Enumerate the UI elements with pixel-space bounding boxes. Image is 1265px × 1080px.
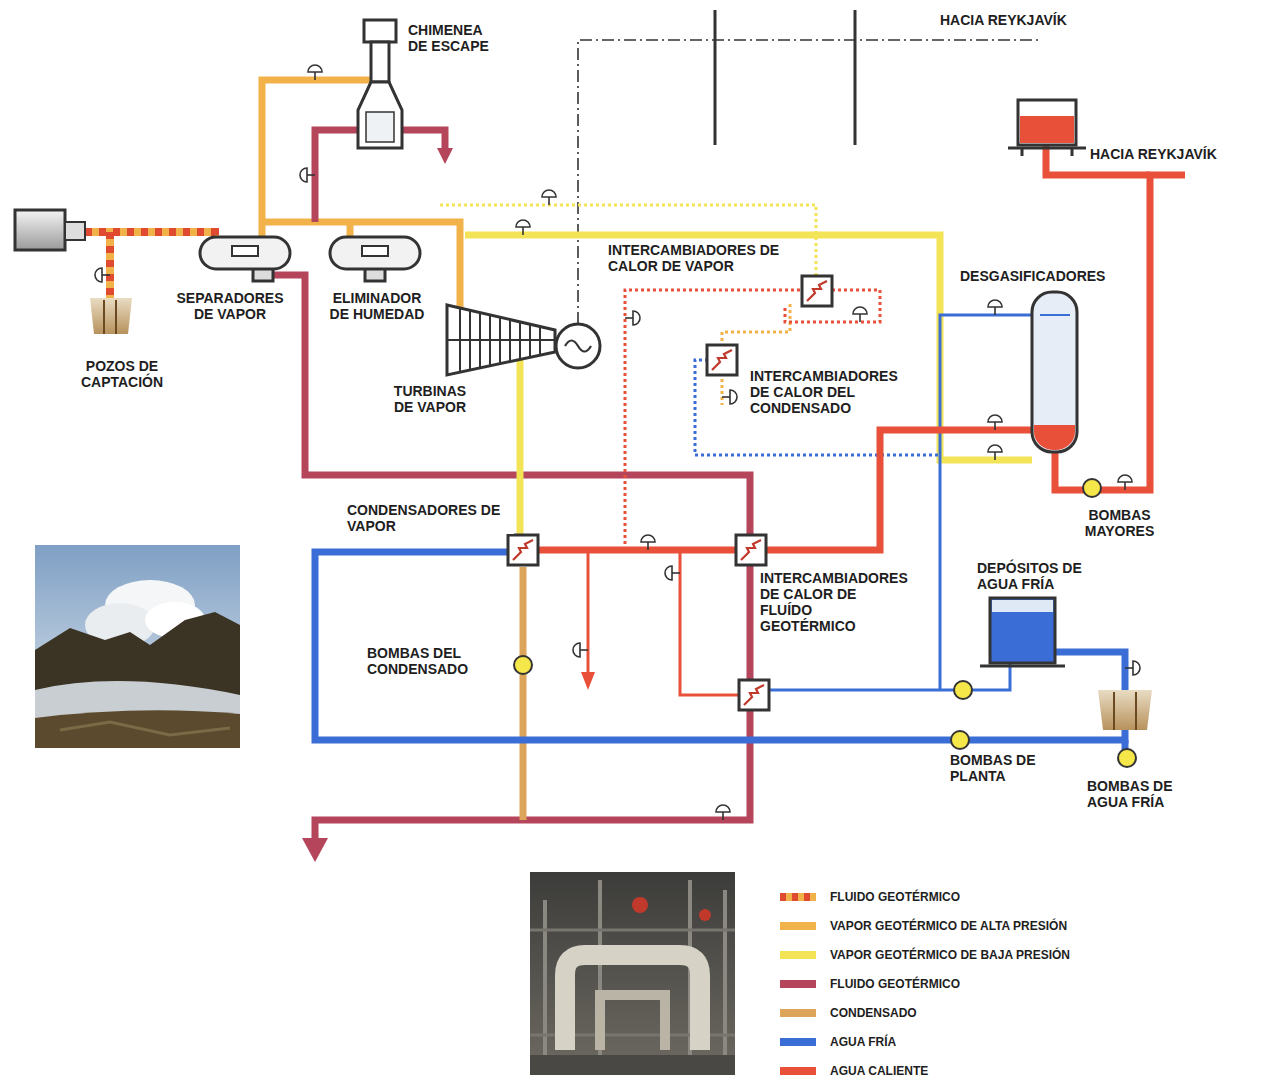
cold-water-tank (980, 598, 1065, 666)
component-label: TURBINAS DE VAPOR (384, 383, 476, 415)
component-label: INTERCAMBIADORES DE CALOR DEL CONDENSADO (748, 368, 912, 416)
condensate-pipe (520, 567, 527, 820)
legend-sample (780, 897, 816, 898)
hot-water-pipe (539, 145, 1185, 695)
legend-swatch (780, 1067, 816, 1075)
component-label: BOMBAS MAYORES (1070, 507, 1169, 539)
generator (556, 324, 600, 368)
legend-text: VAPOR GEOTÉRMICO DE ALTA PRESIÓN (830, 918, 1067, 934)
plant-interior-photo (530, 872, 735, 1075)
legend-swatch (780, 1009, 816, 1017)
component-label: HACIA REYKJAVÍK (1088, 146, 1219, 162)
legend-text: VAPOR GEOTÉRMICO DE BAJA PRESIÓN (830, 947, 1070, 963)
component-label: INTERCAMBIADORES DE CALOR DE VAPOR (606, 242, 810, 274)
steam-turbine (447, 305, 560, 375)
legend-text: AGUA CALIENTE (830, 1063, 928, 1079)
low-pressure-dotted (440, 205, 816, 276)
separator (200, 237, 420, 281)
valve (95, 65, 1140, 820)
component-label: CHIMENEA DE ESCAPE (406, 22, 502, 54)
legend-text: CONDENSADO (830, 1005, 917, 1021)
degasifier (1032, 292, 1077, 452)
component-label: BOMBAS DEL CONDENSADO (365, 645, 489, 677)
component-label: DEPÓSITOS DE AGUA FRÍA (975, 560, 1104, 592)
landscape-photo (35, 545, 240, 748)
legend-swatch (780, 922, 816, 930)
legend-swatch (780, 951, 816, 959)
wellhead (15, 210, 85, 250)
component-label: POZOS DE CAPTACIÓN (65, 358, 179, 390)
component-label: SEPARADORES DE VAPOR (168, 290, 292, 322)
geothermal-mix-pipe (85, 232, 215, 298)
well (90, 298, 1152, 730)
legend-swatch (780, 980, 816, 988)
legend-text: AGUA FRÍA (830, 1034, 896, 1050)
legend-text: FLUIDO GEOTÉRMICO (830, 976, 960, 992)
component-label: ELIMINADOR DE HUMEDAD (321, 290, 433, 322)
component-label: DESGASIFICADORES (958, 268, 1107, 284)
low-pressure-pipe (465, 235, 1032, 537)
legend-swatch (780, 1038, 816, 1046)
pump (514, 479, 1136, 767)
component-label: BOMBAS DE AGUA FRÍA (1085, 778, 1199, 810)
component-label: CONDENSADORES DE VAPOR (345, 502, 514, 534)
hot-water-tank (1008, 100, 1086, 156)
hot-water-arrow (581, 672, 595, 690)
component-label: BOMBAS DE PLANTA (948, 752, 1052, 784)
legend-text: FLUIDO GEOTÉRMICO (830, 889, 960, 905)
component-label: HACIA REYKJAVÍK (938, 12, 1069, 28)
exhaust-stack (358, 20, 402, 148)
cold-water-pipe (315, 315, 1125, 752)
component-label: INTERCAMBIADORES DE CALOR DE FLUÍDO GEOT… (758, 570, 912, 634)
heat-exchanger (508, 276, 832, 710)
